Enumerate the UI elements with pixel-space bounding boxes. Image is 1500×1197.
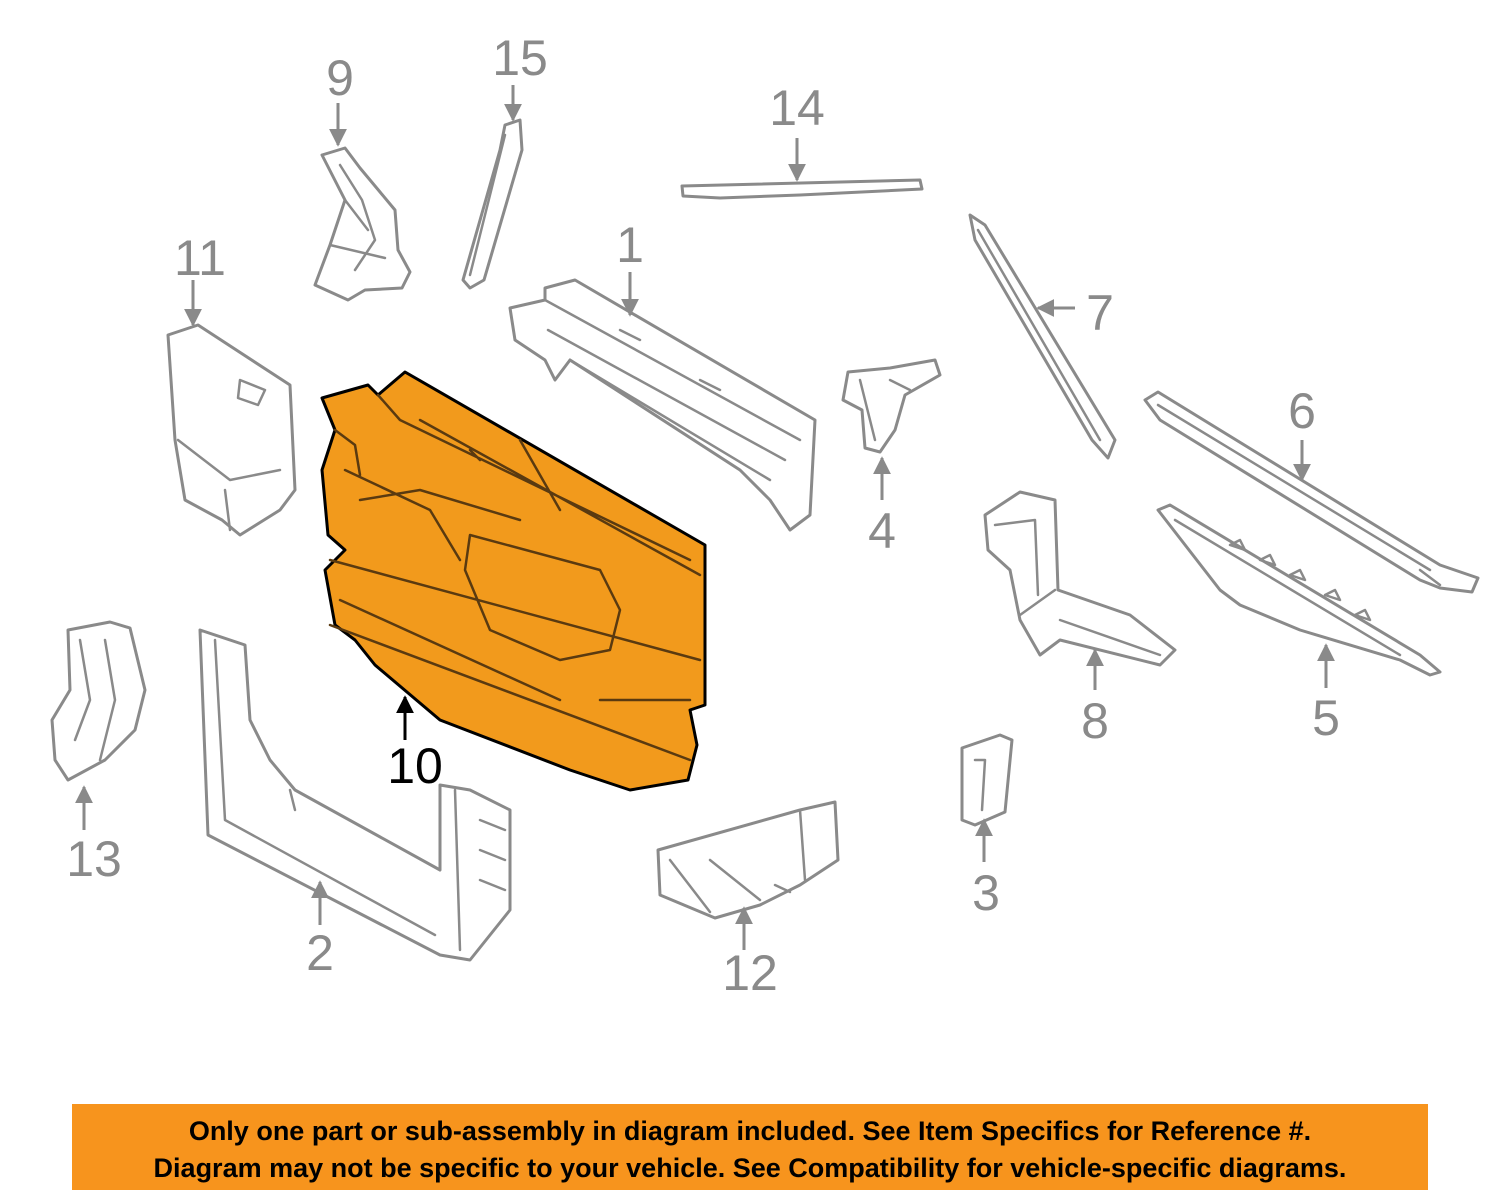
callout-8: 8 [1081, 693, 1109, 749]
part-13-side-duct: 13 [50, 620, 147, 887]
disclaimer-line-2: Diagram may not be specific to your vehi… [153, 1153, 1347, 1183]
part-9-bracket: 9 [313, 50, 412, 302]
callout-7: 7 [1086, 285, 1114, 341]
callout-14: 14 [769, 80, 825, 136]
callout-15: 15 [492, 30, 548, 86]
part-11-deflector: 11 [166, 230, 297, 537]
disclaimer-banner: Only one part or sub-assembly in diagram… [72, 1104, 1428, 1190]
part-8-bracket: 8 [983, 490, 1177, 749]
callout-10: 10 [387, 738, 443, 794]
part-15-strut: 15 [461, 30, 548, 290]
part-3-clip: 3 [960, 733, 1014, 921]
callout-5: 5 [1312, 690, 1340, 746]
callout-12: 12 [722, 945, 778, 1001]
callout-1: 1 [616, 217, 644, 273]
callout-3: 3 [972, 865, 1000, 921]
part-6-cross-member: 6 [1143, 383, 1480, 594]
part-1-upper-support: 1 [508, 217, 817, 532]
callout-2: 2 [306, 925, 334, 981]
part-7-strut: 7 [968, 213, 1117, 460]
part-14-bar: 14 [680, 80, 924, 200]
part-2-lower-frame: 2 [198, 628, 512, 981]
callout-4: 4 [868, 503, 896, 559]
callout-6: 6 [1288, 383, 1316, 439]
part-4-bracket: 4 [841, 358, 942, 559]
part-12-lower-duct: 12 [656, 800, 840, 1001]
part-10-air-duct: 10 [320, 370, 707, 794]
part-5-lower-member: 5 [1156, 503, 1442, 746]
disclaimer-line-1: Only one part or sub-assembly in diagram… [188, 1116, 1312, 1146]
callout-11: 11 [174, 230, 226, 286]
callout-9: 9 [326, 50, 354, 106]
callout-13: 13 [66, 831, 122, 887]
parts-diagram: 15 9 14 1 7 4 6 [50, 30, 1480, 1001]
